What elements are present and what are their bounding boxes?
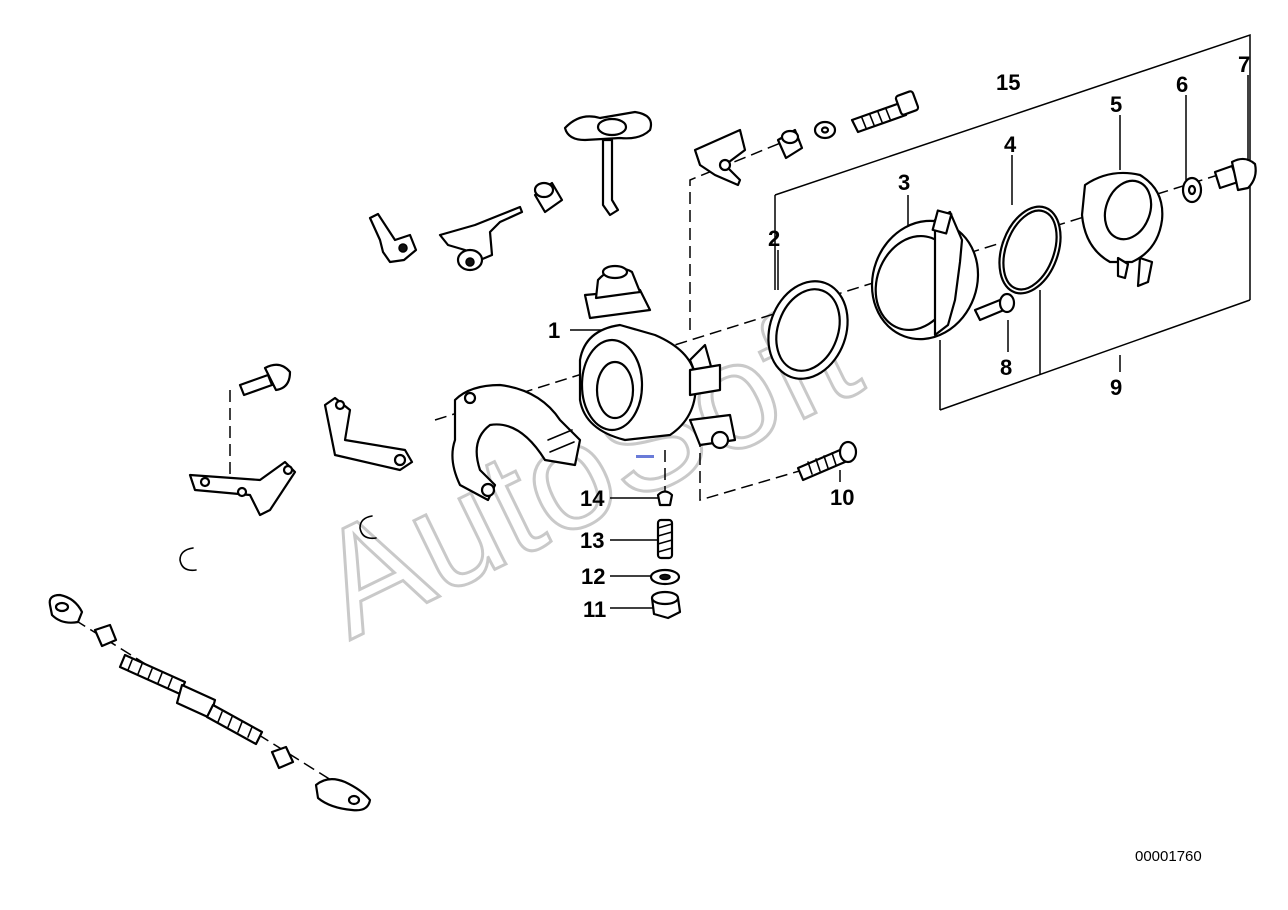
mount-plate-left	[188, 460, 297, 517]
callout-8: 8	[1000, 355, 1012, 380]
bracket-group-7	[774, 33, 1251, 300]
callout-7: 7	[1238, 52, 1250, 77]
throttle-body	[578, 264, 737, 450]
bolt-7	[1213, 157, 1257, 192]
circlip-left	[179, 547, 197, 572]
leader-9	[1039, 290, 1121, 375]
washer-12	[649, 568, 681, 586]
connector-dash-lower	[699, 435, 821, 501]
bushing	[533, 181, 564, 214]
callout-4: 4	[1004, 132, 1017, 157]
center-marker	[636, 455, 654, 458]
callout-2: 2	[768, 226, 780, 251]
callout-11: 11	[583, 597, 606, 622]
upper-mount-bracket	[693, 128, 747, 187]
callout-14: 14	[580, 486, 605, 511]
mount-plate-middle	[323, 396, 414, 472]
washer-6	[1181, 176, 1203, 204]
spacer-sleeve-top	[776, 128, 804, 160]
document-number: 00001760	[1135, 848, 1202, 865]
bolt-10	[796, 440, 858, 482]
cover-5	[1080, 171, 1164, 288]
callout-3: 3	[898, 170, 910, 195]
callout-6: 6	[1176, 72, 1188, 97]
sector-bracket	[451, 383, 582, 502]
bolt-left	[238, 363, 292, 397]
screw-8	[973, 292, 1016, 322]
callout-12: 12	[581, 564, 605, 589]
bolt-top	[850, 90, 920, 134]
circlip-middle	[359, 515, 377, 540]
spring-13	[656, 518, 674, 560]
plug-11	[650, 590, 682, 620]
callout-9: 9	[1110, 375, 1122, 400]
bracket-group-9	[939, 299, 1251, 411]
throttle-lever-small	[368, 212, 418, 264]
callout-10: 10	[830, 485, 854, 510]
lever-with-roller	[438, 205, 524, 272]
linkage-rod	[48, 593, 372, 812]
washer-top	[813, 120, 837, 140]
gasket-plate-with-stem	[563, 110, 653, 217]
callout-1: 1	[548, 318, 560, 343]
callout-5: 5	[1110, 92, 1122, 117]
valve-cap-14	[656, 490, 674, 507]
o-ring-4	[998, 205, 1062, 295]
callout-13: 13	[580, 528, 604, 553]
callout-15: 15	[996, 70, 1020, 95]
gasket-ring-2	[767, 280, 849, 380]
connector-dash-upper	[689, 134, 801, 330]
housing-3	[870, 209, 980, 341]
